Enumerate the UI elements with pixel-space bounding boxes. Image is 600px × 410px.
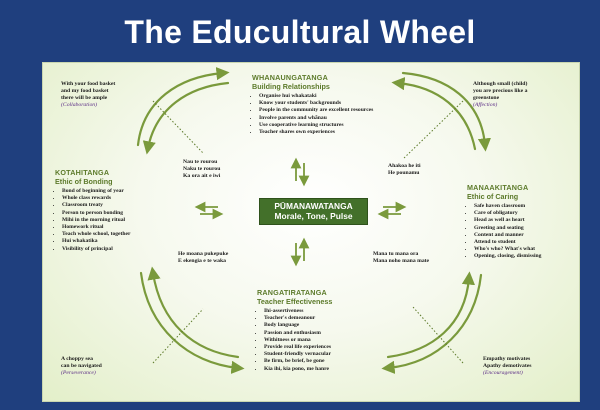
- proverb-line: Nau te rourou: [183, 159, 218, 165]
- list-item: Whole class rewards: [62, 195, 165, 202]
- list-item: Bond of beginning of year: [62, 188, 165, 195]
- page-title: The Educultural Wheel: [124, 14, 476, 50]
- curved-arrow-top-left: [136, 67, 230, 155]
- maori-proverb-lower-left: He moana pukepuke E ekengia e te waka: [178, 251, 268, 265]
- list-item: Content and manner: [474, 232, 575, 239]
- proverb-line: He moana pukepuke: [178, 251, 229, 257]
- list-item: People in the community are excellent re…: [259, 107, 392, 114]
- list-item: Safe haven classroom: [474, 203, 575, 210]
- proverb-encouragement: Empathy motivates Apathy demotivates (En…: [483, 356, 575, 377]
- wheel-panel: WHANAUNGATANGA Building Relationships Or…: [42, 62, 580, 402]
- proverb-line: Ka ora ait e iwi: [183, 173, 221, 179]
- section-subheading: Ethic of Bonding: [55, 177, 113, 186]
- list-item: Passion and enthusiasm: [264, 330, 387, 337]
- section-kotahitanga: KOTAHITANGA Ethic of Bonding Bond of beg…: [55, 168, 165, 253]
- section-subheading: Ethic of Caring: [467, 192, 519, 201]
- quote-line: greenstone: [473, 95, 500, 101]
- section-subheading: Building Relationships: [252, 82, 330, 91]
- list-item: Mihi in the morning ritual: [62, 217, 165, 224]
- list-item: Care of obligatory: [474, 210, 575, 217]
- quote-line: and my food basket: [61, 88, 109, 94]
- center-box: PŪMANAWATANGA Morale, Tone, Pulse: [259, 198, 368, 225]
- quote-line: A choppy sea: [61, 356, 93, 362]
- curved-arrow-bottom-right: [381, 271, 483, 374]
- quote-line: you are precious like a: [473, 88, 528, 94]
- list-item: Hui whakatika: [62, 238, 165, 245]
- quote-line: With your food basket: [61, 81, 116, 87]
- list-item: Attend to student: [474, 239, 575, 246]
- quote-line: can be navigated: [61, 363, 102, 369]
- quote-line: Although small (child): [473, 81, 528, 87]
- maori-proverb-upper-right: Ahakoa he iti He pounamu: [388, 163, 458, 177]
- list-item: Visibility of principal: [62, 246, 165, 253]
- proverb-line: Ahakoa he iti: [388, 163, 421, 169]
- proverb-affection: Although small (child) you are precious …: [473, 81, 573, 109]
- section-heading: WHANAUNGATANGA: [252, 73, 328, 82]
- curved-arrow-bottom-left: [139, 266, 245, 374]
- section-heading: MANAAKITANGA: [467, 183, 529, 192]
- proverb-line: Mana tu mana ora: [373, 251, 419, 257]
- list-item: Organise hui whakataki: [259, 93, 392, 100]
- section-rangatiratanga: RANGATIRATANGA Teacher Effectiveness Ihi…: [257, 288, 387, 373]
- list-item: Teacher shares own experiences: [259, 129, 392, 136]
- list-item: Be firm, be brief, be gone: [264, 358, 387, 365]
- list-item: Teacher's demeanour: [264, 315, 387, 322]
- quote-label: (Perseverance): [61, 370, 96, 376]
- list-item: Ihi-assertiveness: [264, 308, 387, 315]
- section-subheading: Teacher Effectiveness: [257, 297, 333, 306]
- section-manaakitanga: MANAAKITANGA Ethic of Caring Safe haven …: [467, 183, 575, 261]
- list-item: Use cooperative learning structures: [259, 122, 392, 129]
- section-whanaungatanga: WHANAUNGATANGA Building Relationships Or…: [252, 73, 392, 136]
- proverb-line: E ekengia e te waka: [178, 258, 227, 264]
- section-list: Safe haven classroom Care of obligatory …: [467, 203, 575, 261]
- list-item: Body language: [264, 322, 387, 329]
- list-item: Teach whole school, together: [62, 231, 165, 238]
- wheel-arrows: [136, 67, 491, 374]
- list-item: Who's who? What's what: [474, 246, 575, 253]
- center-arrows: [194, 157, 407, 267]
- list-item: Person to person bonding: [62, 210, 165, 217]
- proverb-line: Naku te rourou: [183, 166, 221, 172]
- list-item: Involve parents and whānau: [259, 115, 392, 122]
- section-heading: RANGATIRATANGA: [257, 288, 327, 297]
- list-item: Provide real life experiences: [264, 344, 387, 351]
- list-item: Head as well as heart: [474, 217, 575, 224]
- center-subtitle: Morale, Tone, Pulse: [274, 211, 353, 221]
- list-item: Opening, closing, dismissing: [474, 253, 575, 260]
- quote-line: Apathy demotivates: [483, 363, 532, 369]
- maori-proverb-lower-right: Mana tu mana ora Mana noho mana mate: [373, 251, 468, 265]
- list-item: Know your students' backgrounds: [259, 100, 392, 107]
- maori-proverb-upper-left: Nau te rourou Naku te rourou Ka ora ait …: [183, 159, 263, 180]
- section-heading: KOTAHITANGA: [55, 168, 110, 177]
- section-list: Organise hui whakataki Know your student…: [252, 93, 392, 136]
- quote-label: (Affection): [473, 102, 498, 108]
- list-item: Greeting and seating: [474, 225, 575, 232]
- dotted-connectors: [152, 100, 464, 364]
- quote-line: Empathy motivates: [483, 356, 531, 362]
- proverb-line: Mana noho mana mate: [373, 258, 430, 264]
- list-item: Student-friendly vernacular: [264, 351, 387, 358]
- section-list: Ihi-assertiveness Teacher's demeanour Bo…: [257, 308, 387, 373]
- quote-label: (Encouragement): [483, 370, 523, 376]
- center-title: PŪMANAWATANGA: [274, 201, 353, 211]
- list-item: Withitness or mana: [264, 337, 387, 344]
- curved-arrow-top-right: [391, 71, 491, 152]
- quote-label: (Collaboration): [61, 102, 98, 108]
- list-item: Homework ritual: [62, 224, 165, 231]
- proverb-collaboration: With your food basket and my food basket…: [61, 81, 156, 109]
- list-item: Kia ihi, kia pono, me hanre: [264, 366, 387, 373]
- quote-line: there will be ample: [61, 95, 108, 101]
- list-item: Classroom treaty: [62, 202, 165, 209]
- proverb-perseverance: A choppy sea can be navigated (Persevera…: [61, 356, 151, 377]
- section-list: Bond of beginning of year Whole class re…: [55, 188, 165, 253]
- proverb-line: He pounamu: [388, 170, 420, 176]
